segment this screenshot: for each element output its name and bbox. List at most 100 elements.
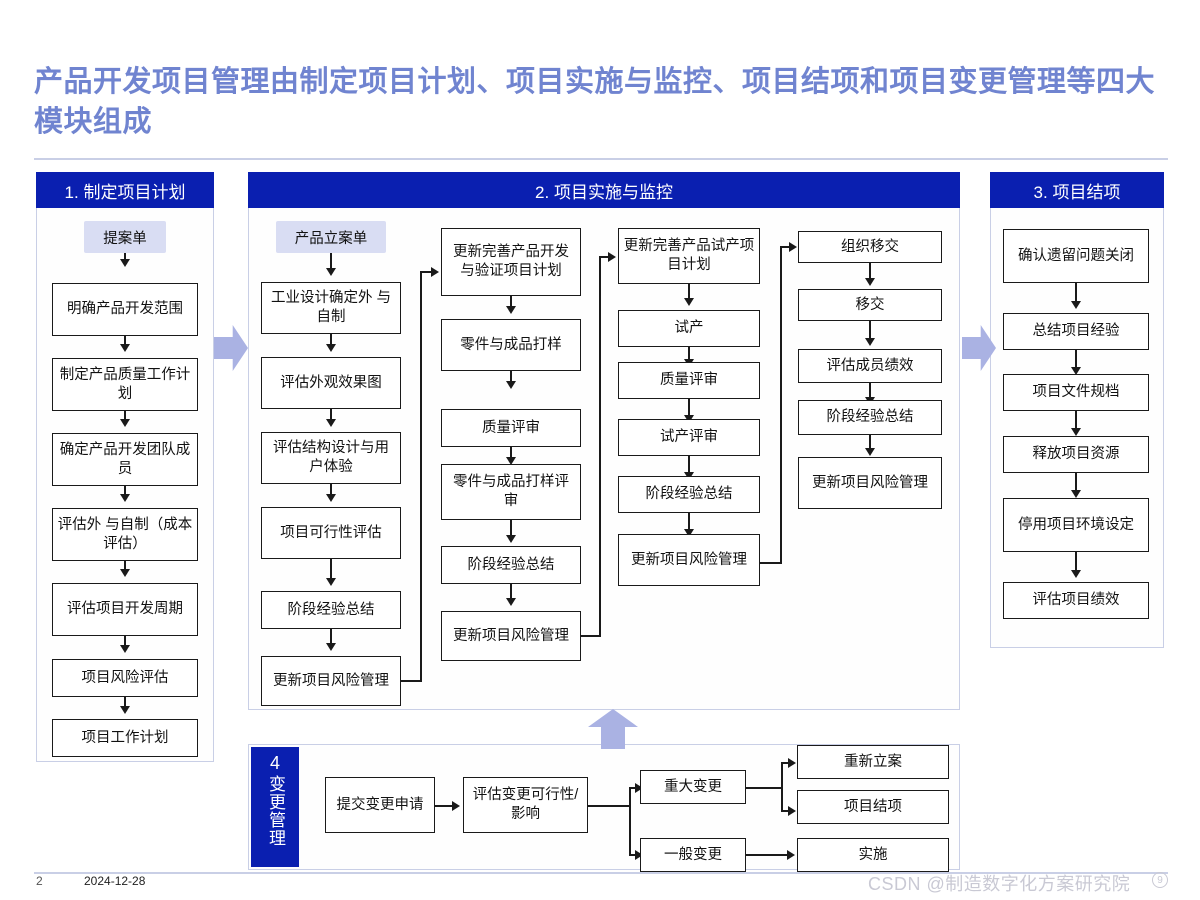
section-2-lane3-step-2: 试产 xyxy=(618,310,760,347)
connector xyxy=(420,271,422,681)
section-3-step-1: 确认遗留问题关闭 xyxy=(1003,229,1149,283)
section-4-label: 变更管理 xyxy=(266,775,285,847)
section-2-lane1-step-3: 评估结构设计与用户体验 xyxy=(261,432,401,484)
section-2-lane1-step-6: 更新项目风险管理 xyxy=(261,656,401,706)
connector xyxy=(330,334,332,345)
section-2-lane1-step-1: 工业设计确定外 与自制 xyxy=(261,282,401,334)
connector xyxy=(1075,350,1077,368)
arrow-down-icon xyxy=(684,298,694,306)
arrow-down-icon xyxy=(1071,428,1081,436)
arrow-down-icon xyxy=(506,598,516,606)
arrow-down-icon xyxy=(326,268,336,276)
section-2-lane4-step-1: 组织移交 xyxy=(798,231,942,263)
section-2-lane3-step-3: 质量评审 xyxy=(618,362,760,399)
section-4-number: 4 xyxy=(269,753,280,773)
connector xyxy=(629,787,638,789)
connector xyxy=(629,854,638,856)
arrow-right-icon xyxy=(635,783,643,793)
connector xyxy=(124,253,126,261)
arrow-down-icon xyxy=(865,338,875,346)
connector xyxy=(869,263,871,279)
connector xyxy=(688,347,690,360)
watermark-text: CSDN @制造数字化方案研究院 xyxy=(868,874,1131,894)
connector xyxy=(124,636,126,646)
arrow-down-icon xyxy=(120,569,130,577)
arrow-down-icon xyxy=(1071,367,1081,375)
section-4-major-output-2: 项目结项 xyxy=(797,790,949,824)
arrow-down-icon xyxy=(120,645,130,653)
section-2-lane1-step-5: 阶段经验总结 xyxy=(261,591,401,629)
connector xyxy=(435,805,454,807)
title-divider xyxy=(34,158,1168,160)
connector xyxy=(780,246,782,563)
arrow-down-icon xyxy=(120,419,130,427)
section-1-step-4: 评估外 与自制（成本评估） xyxy=(52,508,198,561)
arrow-right-icon xyxy=(431,267,439,277)
section-2-lane4-step-2: 移交 xyxy=(798,289,942,321)
section-4-assess-change: 评估变更可行性/影响 xyxy=(463,777,588,833)
section-2-lane4-step-4: 阶段经验总结 xyxy=(798,400,942,435)
section-3-step-3: 项目文件规档 xyxy=(1003,374,1149,411)
arrow-down-icon xyxy=(120,494,130,502)
section-4-branch-major: 重大变更 xyxy=(640,770,746,804)
arrow-right-icon xyxy=(788,758,796,768)
connector xyxy=(869,435,871,449)
connector xyxy=(510,371,512,382)
connector xyxy=(330,409,332,420)
section-2-start-doc: 产品立案单 xyxy=(276,221,386,253)
section-2-lane3-step-6: 更新项目风险管理 xyxy=(618,534,760,586)
section-1-step-5: 评估项目开发周期 xyxy=(52,583,198,636)
arrow-down-icon xyxy=(865,278,875,286)
section-2-lane1-step-2: 评估外观效果图 xyxy=(261,357,401,409)
connector xyxy=(599,256,611,258)
section-2-lane2-step-3: 质量评审 xyxy=(441,409,581,447)
arrow-down-icon xyxy=(684,529,694,537)
section-1-step-7: 项目工作计划 xyxy=(52,719,198,757)
section-2-lane2-step-2: 零件与成品打样 xyxy=(441,319,581,371)
connector xyxy=(781,810,791,812)
section-4-branch-minor: 一般变更 xyxy=(640,838,746,872)
connector xyxy=(780,246,792,248)
footer-date: 2024-12-28 xyxy=(84,874,146,888)
connector xyxy=(420,271,434,273)
connector xyxy=(688,399,690,416)
section-4-header: 4 变更管理 xyxy=(251,747,299,867)
arrow-right-icon xyxy=(452,801,460,811)
arrow-right-icon xyxy=(789,242,797,252)
arrow-right-icon xyxy=(788,806,796,816)
connector xyxy=(124,486,126,495)
connector xyxy=(581,635,601,637)
section-2-lane4-step-5: 更新项目风险管理 xyxy=(798,457,942,509)
connector xyxy=(510,584,512,599)
section-3-step-4: 释放项目资源 xyxy=(1003,436,1149,473)
section-2-lane2-step-1: 更新完善产品开发与验证项目计划 xyxy=(441,228,581,296)
section-2-lane3-step-5: 阶段经验总结 xyxy=(618,476,760,513)
connector xyxy=(1075,411,1077,429)
connector xyxy=(781,762,791,764)
connector xyxy=(869,383,871,398)
connector xyxy=(869,321,871,339)
arrow-down-icon xyxy=(326,494,336,502)
section-3-step-2: 总结项目经验 xyxy=(1003,313,1149,350)
connector xyxy=(330,559,332,579)
arrow-right-icon xyxy=(635,850,643,860)
arrow-down-icon xyxy=(120,259,130,267)
arrow-down-icon xyxy=(506,306,516,314)
section-4-minor-output: 实施 xyxy=(797,838,949,872)
section-2-lane3-step-4: 试产评审 xyxy=(618,419,760,456)
section-3-step-5: 停用项目环境设定 xyxy=(1003,498,1149,552)
section-2-lane4-step-3: 评估成员绩效 xyxy=(798,349,942,383)
arrow-down-icon xyxy=(120,706,130,714)
section-4-submit-change-request: 提交变更申请 xyxy=(325,777,435,833)
section-1-start-doc: 提案单 xyxy=(84,221,166,253)
transition-arrow-4-to-2-icon xyxy=(588,709,638,749)
connector xyxy=(510,296,512,307)
arrow-right-icon xyxy=(787,850,795,860)
section-3-header: 3. 项目结项 xyxy=(990,172,1164,208)
arrow-down-icon xyxy=(506,381,516,389)
page-number: 2 xyxy=(36,874,43,888)
section-4-major-output-1: 重新立案 xyxy=(797,745,949,779)
connector xyxy=(330,253,332,270)
connector xyxy=(330,484,332,495)
